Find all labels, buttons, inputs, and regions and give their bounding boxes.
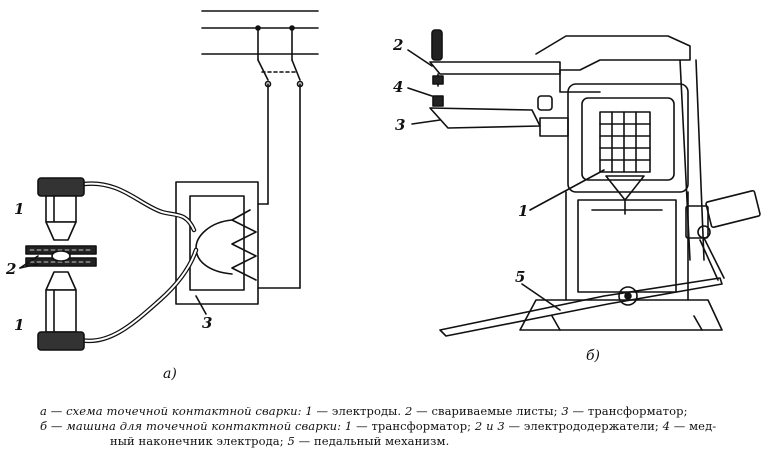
figure-caption: а — схема точечной контактной сварки: 1 … bbox=[40, 404, 760, 449]
label-pedal-mechanism: 5 bbox=[515, 268, 525, 286]
caption-2-text-3: — мед- bbox=[670, 419, 717, 433]
label-welded-sheets: 2 bbox=[5, 260, 16, 278]
electrode-holder-top bbox=[429, 29, 561, 87]
switch bbox=[257, 59, 304, 289]
caption-3-text-1: — педальный механизм. bbox=[294, 434, 450, 448]
label-transformer-a: 3 bbox=[202, 314, 212, 332]
label-electrode-holder-top: 2 bbox=[392, 36, 403, 54]
subfigure-label-b: б) bbox=[586, 348, 600, 364]
transformer-core bbox=[599, 111, 651, 215]
electrode-top bbox=[37, 177, 85, 241]
caption-3-lead: ный наконечник электрода; bbox=[110, 434, 288, 448]
electrode-holder-bottom bbox=[429, 95, 569, 137]
pointer-lines-a bbox=[19, 255, 207, 315]
subfigure-label-a: а) bbox=[163, 366, 177, 382]
caption-2-num-3: 4 bbox=[662, 419, 671, 433]
caption-line-1: а — схема точечной контактной сварки: 1 … bbox=[40, 404, 760, 419]
machine-frame bbox=[519, 35, 723, 331]
caption-1-lead: а — схема точечной контактной сварки: bbox=[40, 404, 306, 418]
caption-1-num-2: 2 bbox=[404, 404, 413, 418]
caption-3-num-1: 5 bbox=[287, 434, 295, 448]
caption-1-text-3: — трансформатор; bbox=[568, 404, 688, 418]
label-electrode-holder-bottom: 3 bbox=[395, 116, 405, 134]
caption-2-text-1: — трансформатор; bbox=[352, 419, 475, 433]
label-transformer-b: 1 bbox=[518, 202, 528, 220]
caption-1-num-3: 3 bbox=[561, 404, 569, 418]
caption-1-num-1: 1 bbox=[305, 404, 313, 418]
caption-2-lead: б — машина для точечной контактной сварк… bbox=[40, 419, 345, 433]
caption-2-num-1: 1 bbox=[344, 419, 353, 433]
caption-2-num-2: 2 и 3 bbox=[474, 419, 505, 433]
electrode-bottom bbox=[37, 271, 85, 351]
caption-2-text-2: — электрододержатели; bbox=[504, 419, 663, 433]
label-copper-tip: 4 bbox=[393, 78, 403, 96]
caption-line-3: ный наконечник электрода; 5 — педальный … bbox=[40, 434, 760, 449]
pointer-lines-b bbox=[407, 49, 605, 311]
caption-1-text-2: — свариваемые листы; bbox=[412, 404, 562, 418]
caption-line-2: б — машина для точечной контактной сварк… bbox=[40, 419, 760, 434]
label-electrode-bottom: 1 bbox=[14, 316, 24, 334]
caption-1-text-1: — электроды. bbox=[312, 404, 405, 418]
transformer bbox=[175, 181, 301, 305]
pedal-mechanism bbox=[439, 189, 761, 337]
label-electrode-top: 1 bbox=[14, 200, 24, 218]
power-lines bbox=[201, 10, 319, 61]
electrode-cables bbox=[77, 181, 199, 344]
welded-sheets bbox=[25, 245, 97, 267]
